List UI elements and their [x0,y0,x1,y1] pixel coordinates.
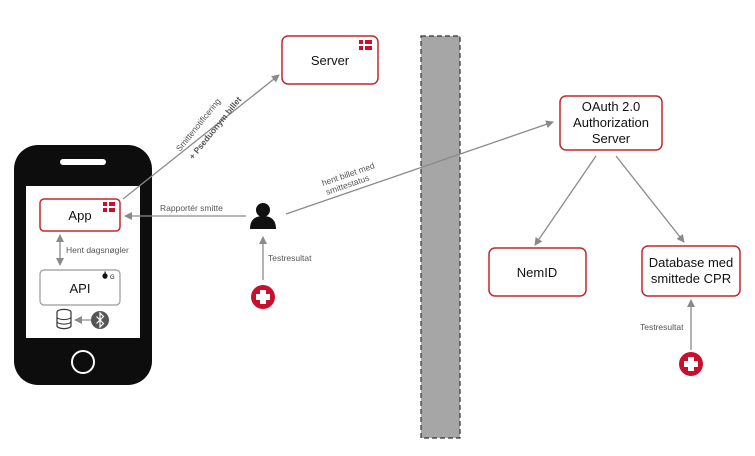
oauth-label-line3: Server [592,131,631,146]
api-box: API G [39,269,121,306]
network-boundary-wall [420,35,461,439]
arrow-oauth-database [615,155,685,243]
database-icon [56,308,72,330]
nemid-label: NemID [517,265,557,280]
danish-flag-icon [103,202,115,212]
database-label-line2: smittede CPR [651,271,731,286]
arrow-app-server [122,74,280,200]
server-label: Server [311,53,350,68]
apple-icon [102,271,108,279]
oauth-label-line1: OAuth 2.0 [582,99,641,114]
phone-home-button [71,350,95,374]
app-box: App [39,198,121,232]
arrow-oauth-nemid [534,155,597,246]
smartphone [14,145,152,385]
database-box: Database med smittede CPR [641,245,741,297]
server-box: Server [281,35,379,85]
label-hent-dagsnogler: Hent dagsnøgler [66,245,129,255]
label-testresultat-right: Testresultat [640,322,684,332]
app-label: App [68,208,91,223]
medical-cross-icon [251,285,275,309]
google-icon: G [110,275,115,281]
oauth-label-line2: Authorization [573,115,649,130]
oauth-server-box: OAuth 2.0 Authorization Server [559,95,663,151]
phone-speaker [60,159,106,165]
danish-flag-icon [359,40,372,50]
medical-cross-icon [679,352,703,376]
database-label-line1: Database med [649,255,734,270]
person-icon [250,203,276,229]
label-rapporter-smitte: Rapportér smitte [160,203,223,213]
api-label: API [70,281,91,296]
bluetooth-icon [91,311,109,329]
label-testresultat-left: Testresultat [268,253,312,263]
arrow-person-oauth [285,120,554,215]
nemid-box: NemID [488,247,587,297]
